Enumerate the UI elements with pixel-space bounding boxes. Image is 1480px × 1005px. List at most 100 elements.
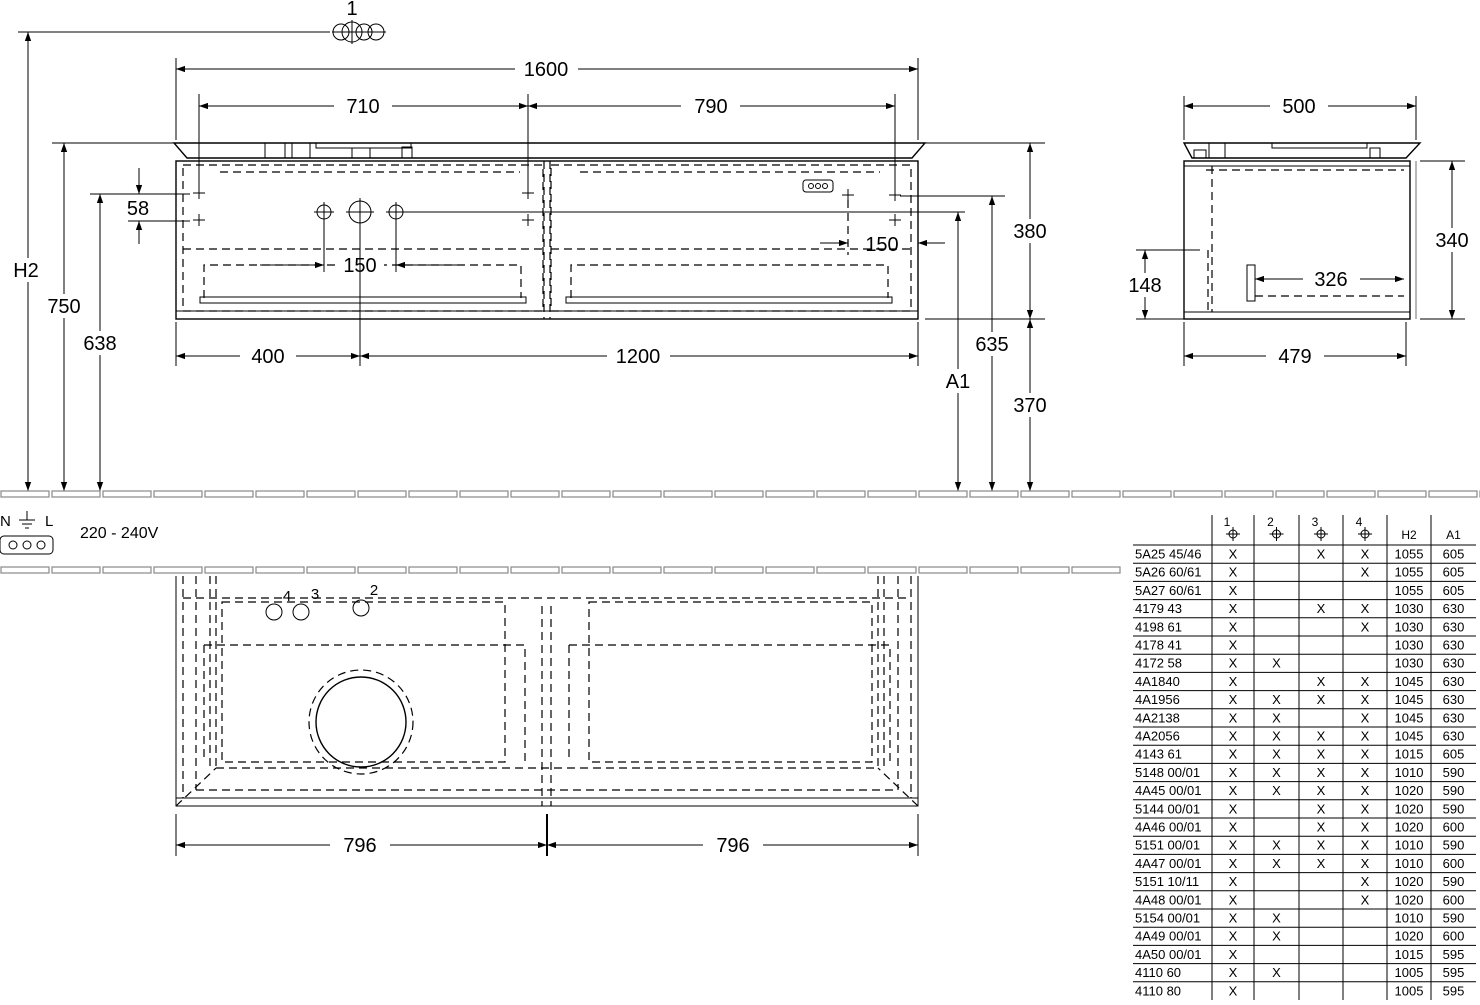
table-cell: X	[1317, 729, 1326, 744]
dim-479: 479	[1278, 346, 1311, 368]
table-model-cell: 5154 00/01	[1135, 911, 1200, 926]
countertop	[172, 142, 927, 159]
table-model-cell: 4A46 00/01	[1135, 820, 1202, 835]
wall-segment	[561, 566, 611, 574]
table-cell: 590	[1443, 765, 1465, 780]
table-cell: X	[1361, 547, 1370, 562]
table-cell: X	[1361, 710, 1370, 725]
table-cell: 590	[1443, 801, 1465, 816]
table-model-cell: 4A49 00/01	[1135, 929, 1202, 944]
wall-segment	[102, 566, 152, 574]
table-cell: 1030	[1395, 601, 1424, 616]
dim-340: 340	[1435, 230, 1468, 252]
table-cell: 630	[1443, 638, 1465, 653]
table-cell: X	[1229, 638, 1238, 653]
table-cell: 1030	[1395, 656, 1424, 671]
table-cell: 590	[1443, 911, 1465, 926]
floor-segment	[1071, 490, 1121, 498]
table-cell: X	[1229, 801, 1238, 816]
socket-icon	[802, 179, 834, 193]
table-cell: X	[1229, 583, 1238, 598]
wall-segment	[663, 566, 713, 574]
floor-segment	[306, 490, 356, 498]
table-cell: 600	[1443, 892, 1465, 907]
bottom-dimensions: 400 1200	[175, 322, 919, 368]
table-cell: X	[1361, 820, 1370, 835]
dim-635: 635	[975, 334, 1008, 356]
table-cell: X	[1317, 765, 1326, 780]
table-cell: X	[1361, 783, 1370, 798]
wall-segment	[867, 566, 917, 574]
table-model-cell: 4178 41	[1135, 638, 1182, 653]
wall-segment	[153, 566, 203, 574]
table-model-cell: 5144 00/01	[1135, 801, 1200, 816]
dim-750: 750	[47, 296, 80, 318]
table-cell: X	[1229, 820, 1238, 835]
side-countertop	[1182, 142, 1422, 159]
wall-segment	[306, 566, 356, 574]
table-model-cell: 5A25 45/46	[1135, 547, 1202, 562]
table-cell: 1055	[1395, 547, 1424, 562]
table-cell: 1010	[1395, 911, 1424, 926]
dim-500: 500	[1282, 96, 1315, 118]
cabinet-body	[175, 160, 919, 320]
table-cell: X	[1229, 874, 1238, 889]
table-cell: X	[1229, 619, 1238, 634]
dim-150-right: 150	[865, 234, 898, 256]
table-cell: 605	[1443, 747, 1465, 762]
table-cell: X	[1317, 674, 1326, 689]
table-cell: X	[1361, 601, 1370, 616]
floor-segment	[714, 490, 764, 498]
table-cell: X	[1229, 565, 1238, 580]
plan-view: 4 3 2 796 796	[175, 576, 919, 857]
table-cell: X	[1361, 892, 1370, 907]
table-cell: 595	[1443, 947, 1465, 962]
table-model-cell: 4172 58	[1135, 656, 1182, 671]
table-cell: 1005	[1395, 965, 1424, 980]
dim-1200: 1200	[616, 346, 661, 368]
table-cell: 630	[1443, 710, 1465, 725]
table-cell: X	[1229, 911, 1238, 926]
table-cell: 1020	[1395, 801, 1424, 816]
table-cell: X	[1317, 801, 1326, 816]
table-cell: X	[1361, 801, 1370, 816]
table-cell: X	[1317, 838, 1326, 853]
crosshair-icon	[1358, 527, 1372, 541]
wall-segment	[714, 566, 764, 574]
table-model-cell: 4A47 00/01	[1135, 856, 1202, 871]
right-offset-dimension: 150	[820, 200, 945, 256]
table-cell: X	[1272, 710, 1281, 725]
floor-segment	[510, 490, 560, 498]
table-cell: X	[1361, 747, 1370, 762]
table-cell: 1055	[1395, 565, 1424, 580]
floor-segment	[867, 490, 917, 498]
tap-fittings	[264, 142, 413, 159]
table-cell: X	[1361, 838, 1370, 853]
table-cell: 590	[1443, 838, 1465, 853]
table-cell: X	[1229, 892, 1238, 907]
table-cell: 630	[1443, 729, 1465, 744]
floor-segment	[918, 490, 968, 498]
wall-segment	[612, 566, 662, 574]
dim-370: 370	[1013, 395, 1046, 417]
dim-796-right: 796	[716, 835, 749, 857]
table-cell: X	[1272, 929, 1281, 944]
floor-segment	[1326, 490, 1376, 498]
voltage-label: 220 - 240V	[80, 525, 159, 542]
table-cell: 1030	[1395, 619, 1424, 634]
table-cell: 600	[1443, 929, 1465, 944]
floor-segment	[1428, 490, 1478, 498]
dim-400: 400	[251, 346, 284, 368]
plan-marker-3: 3	[311, 586, 319, 603]
label-n: N	[0, 513, 11, 530]
table-cell: X	[1272, 656, 1281, 671]
wall-segment	[51, 566, 101, 574]
table-header-2: 2	[1267, 515, 1274, 529]
table-cell: 1020	[1395, 929, 1424, 944]
table-cell: X	[1272, 856, 1281, 871]
table-cell: X	[1361, 674, 1370, 689]
wall-segment	[1071, 566, 1121, 574]
dim-380: 380	[1013, 221, 1046, 243]
